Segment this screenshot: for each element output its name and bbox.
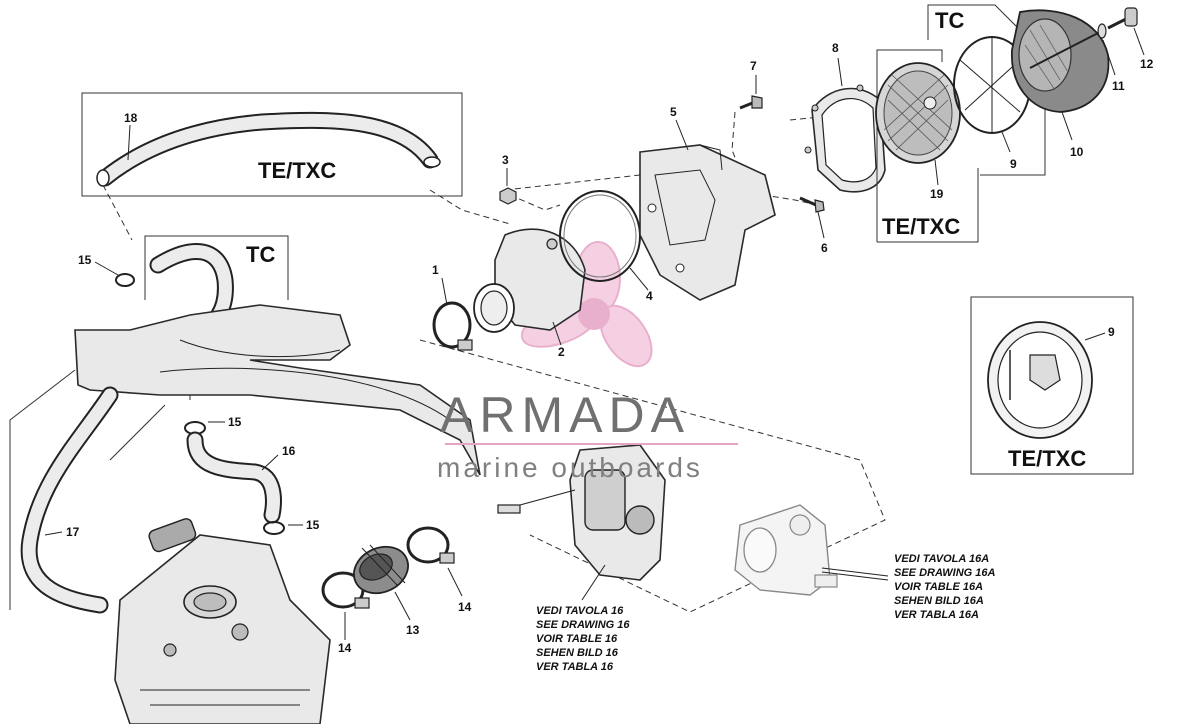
filter-element-19	[875, 62, 961, 164]
variant-label-te-txc-cover: TE/TXC	[1008, 446, 1086, 471]
ref-drawing-16-it: VEDI TAVOLA 16	[536, 605, 624, 617]
tc-hose-box	[144, 235, 289, 300]
callout-15-top: 15	[78, 253, 92, 267]
te-txc-cover-box	[970, 296, 1134, 475]
watermark-title: ARMADA	[440, 387, 690, 443]
watermark-subtitle: marine outboards	[437, 452, 703, 483]
clamp-1	[432, 301, 472, 349]
callout-2: 2	[558, 345, 565, 359]
callout-1: 1	[432, 263, 439, 277]
filter-cover-9-te-txc	[987, 321, 1093, 439]
ref-drawing-16-en: SEE DRAWING 16	[536, 619, 630, 631]
intake-clamp-14-right	[406, 526, 450, 564]
callout-8: 8	[832, 41, 839, 55]
watermark-propeller-logo	[520, 241, 653, 368]
callout-18: 18	[124, 111, 138, 125]
hose-18-end	[96, 169, 110, 187]
callout-14-right: 14	[458, 600, 472, 614]
callout-19: 19	[930, 187, 944, 201]
callout-11: 11	[1112, 79, 1125, 93]
variant-label-tc-filter: TC	[935, 8, 964, 33]
te-txc-hose-box	[81, 92, 463, 197]
ref-drawing-16a-es: VER TABLA 16A	[894, 609, 979, 621]
screw-12	[1107, 7, 1138, 30]
ref-drawing-16a-en: SEE DRAWING 16A	[894, 567, 996, 579]
hose-clamp-15-low	[263, 521, 285, 535]
callout-7: 7	[750, 59, 757, 73]
variant-label-te-txc-hose: TE/TXC	[258, 158, 336, 183]
callout-5: 5	[670, 105, 677, 119]
callout-6: 6	[821, 241, 828, 255]
filter-boot-2	[473, 228, 586, 333]
ref-drawing-16-es: VER TABLA 16	[536, 661, 614, 673]
callout-16: 16	[282, 444, 296, 458]
screw-6	[799, 196, 825, 213]
filter-element-10	[1011, 9, 1110, 113]
callout-15-low: 15	[306, 518, 320, 532]
filter-housing-5	[639, 144, 776, 301]
callout-9-tc: 9	[1010, 157, 1017, 171]
callout-13: 13	[406, 623, 420, 637]
hose-clamp-15-top	[115, 273, 135, 287]
ref-drawing-16a-de: SEHEN BILD 16A	[894, 595, 984, 607]
variant-label-te-txc-filter: TE/TXC	[882, 214, 960, 239]
throttle-body-drawing-16a	[734, 504, 838, 596]
ref-drawing-16-fr: VOIR TABLE 16	[536, 633, 618, 645]
callout-3: 3	[502, 153, 509, 167]
intake-rubber-13	[353, 544, 409, 595]
engine-cylinder-head	[114, 518, 331, 724]
callout-15-mid: 15	[228, 415, 242, 429]
callout-17: 17	[66, 525, 80, 539]
airbox-frame	[74, 304, 481, 476]
callout-10: 10	[1070, 145, 1084, 159]
ref-drawing-16a-it: VEDI TAVOLA 16A	[894, 553, 989, 565]
filter-frame-8	[804, 84, 886, 193]
screw-7	[739, 95, 763, 110]
callout-9-te-txc: 9	[1108, 325, 1115, 339]
nut-3	[499, 187, 517, 205]
bolt-11	[1029, 23, 1107, 69]
ref-drawing-16a-fr: VOIR TABLE 16A	[894, 581, 983, 593]
carburettor-drawing-16	[497, 444, 666, 581]
callout-4: 4	[646, 289, 653, 303]
ref-drawing-16-de: SEHEN BILD 16	[536, 647, 619, 659]
callout-14-left: 14	[338, 641, 352, 655]
callout-12: 12	[1140, 57, 1154, 71]
variant-label-tc-hose: TC	[246, 242, 275, 267]
